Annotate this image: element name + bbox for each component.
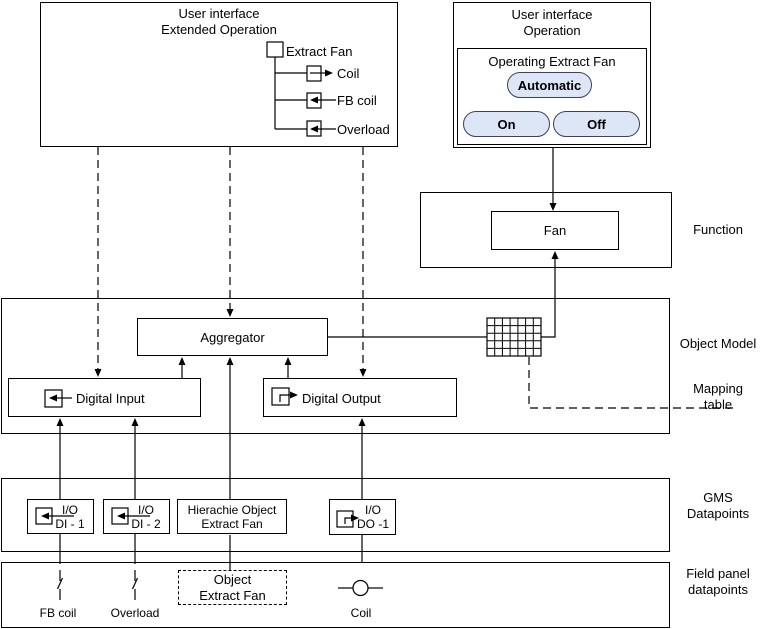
field-object-line2: Extract Fan xyxy=(199,587,266,603)
tree-node-extract-fan-label: Extract Fan xyxy=(286,44,353,59)
di1-name-label: DI - 1 xyxy=(55,517,85,531)
field-object-line1: Object xyxy=(213,571,252,587)
digital-input-label: Digital Input xyxy=(76,391,145,406)
gms-section-box xyxy=(1,478,670,552)
di2-io-label: I/O xyxy=(137,503,154,517)
gms-item-di2: I/O DI - 2 xyxy=(103,499,170,534)
tree-leaf-coil-label: Coil xyxy=(337,66,360,81)
digital-output-label: Digital Output xyxy=(302,391,381,406)
automatic-button[interactable]: Automatic xyxy=(507,72,592,98)
field-object-extract-fan-box: Object Extract Fan xyxy=(178,570,287,605)
fb-coil-label: FB coil xyxy=(39,606,77,620)
gms-item-do1: I/O DO -1 xyxy=(329,499,396,535)
digital-input-block: Digital Input xyxy=(8,378,201,417)
on-button[interactable]: On xyxy=(463,111,550,137)
off-button[interactable]: Off xyxy=(553,111,640,137)
field-panel-section-label-line1: Field panel xyxy=(686,566,750,581)
gms-section-label-line2: Datapoints xyxy=(686,506,750,521)
overload-label: Overload xyxy=(110,606,160,620)
operation-title-line2: Operation xyxy=(523,23,581,38)
gms-item-di1-text: I/O DI - 1 xyxy=(50,503,90,531)
extended-operation-panel: User interface Extended Operation xyxy=(40,2,398,147)
function-section-label: Function xyxy=(693,222,743,237)
operation-title-line1: User interface xyxy=(511,7,593,22)
gms-item-do1-text: I/O DO -1 xyxy=(354,503,392,531)
gms-section-label-line1: GMS xyxy=(703,490,733,505)
fan-block: Fan xyxy=(491,211,619,250)
tree-leaf-overload-label: Overload xyxy=(337,122,390,137)
di1-io-label: I/O xyxy=(61,503,78,517)
do1-io-label: I/O xyxy=(364,503,381,517)
hierarchy-object-line1: Hierachie Object xyxy=(187,502,277,517)
extended-operation-title-line1: User interface xyxy=(178,6,260,21)
mapping-table-label-line1: Mapping xyxy=(693,381,743,396)
field-panel-section-label-line2: datapoints xyxy=(688,582,748,597)
extended-operation-title-line2: Extended Operation xyxy=(161,22,277,37)
object-model-section-label: Object Model xyxy=(679,336,757,351)
di2-name-label: DI - 2 xyxy=(131,517,161,531)
coil-label: Coil xyxy=(350,606,372,620)
do1-name-label: DO -1 xyxy=(356,517,389,531)
field-panel-section-box xyxy=(1,562,670,628)
gms-item-di2-text: I/O DI - 2 xyxy=(126,503,166,531)
gms-item-di1: I/O DI - 1 xyxy=(27,499,94,534)
hierarchy-object-line2: Extract Fan xyxy=(201,516,263,531)
tree-leaf-fb-coil-label: FB coil xyxy=(337,93,377,108)
digital-output-block: Digital Output xyxy=(263,378,457,417)
mapping-table-label-line2: table xyxy=(703,397,733,412)
gms-item-hierarchy-object: Hierachie Object Extract Fan xyxy=(177,499,287,534)
operating-extract-fan-title: Operating Extract Fan xyxy=(488,54,616,69)
aggregator-block: Aggregator xyxy=(137,318,328,356)
